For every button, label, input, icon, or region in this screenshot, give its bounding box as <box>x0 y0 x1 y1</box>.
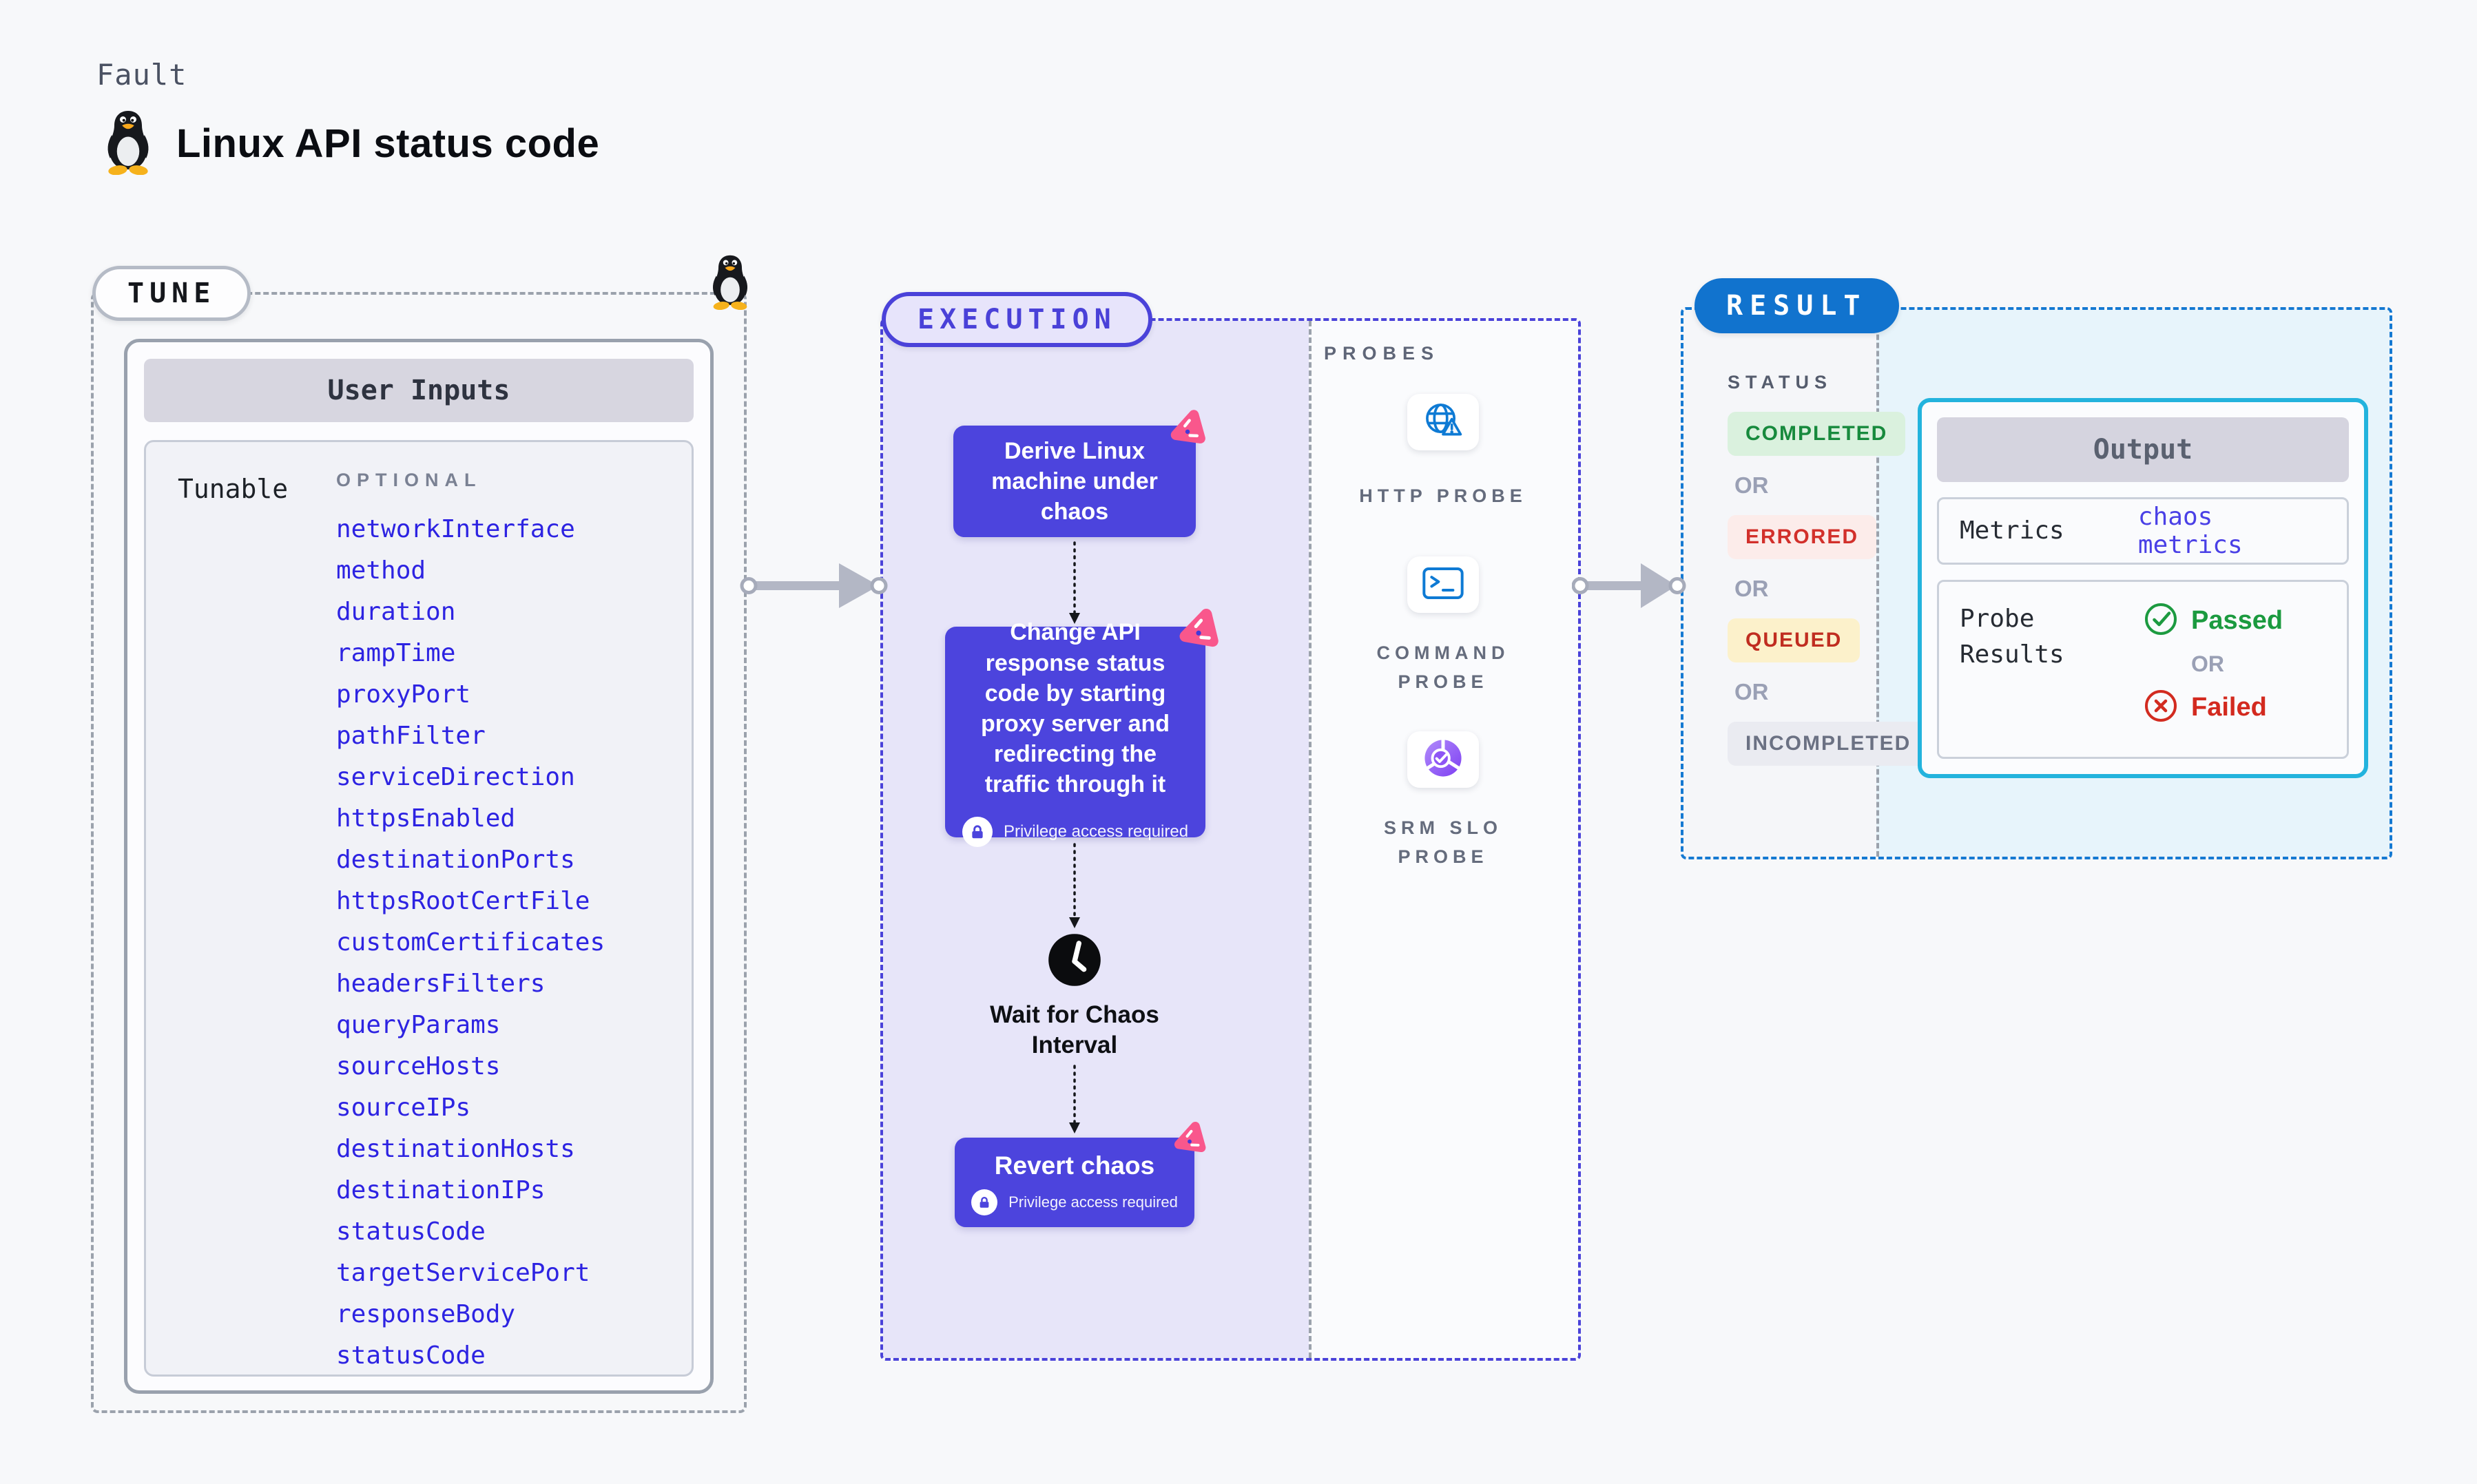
param-link[interactable]: statusCode <box>336 1341 486 1370</box>
result-badge: RESULT <box>1694 278 1899 333</box>
passed-label: Passed <box>2191 606 2283 635</box>
flow-arrow-down <box>1069 541 1080 624</box>
chaos-metrics-link[interactable]: chaos metrics <box>2137 503 2243 559</box>
probes-panel <box>1309 321 1578 1358</box>
param-link[interactable]: httpsRootCertFile <box>336 887 590 915</box>
fault-kicker: Fault <box>96 58 187 92</box>
probes-label: PROBES <box>1324 343 1440 364</box>
clock-icon <box>1046 931 1103 992</box>
status-badge-incompleted: INCOMPLETED <box>1728 722 1929 766</box>
param-link[interactable]: destinationHosts <box>336 1135 575 1163</box>
or-label: OR <box>1734 576 1769 601</box>
lock-icon <box>971 1189 998 1216</box>
srm-slo-probe-label: SRM SLO PROBE <box>1383 817 1502 867</box>
status-label: STATUS <box>1728 372 1832 393</box>
param-link[interactable]: pathFilter <box>336 722 486 750</box>
status-badge-completed: COMPLETED <box>1728 412 1906 456</box>
flow-arrow-down <box>1069 843 1080 928</box>
srm-slo-probe-card <box>1407 731 1479 788</box>
flow-arrow-down <box>1069 1065 1080 1133</box>
output-title: Output <box>1937 417 2349 482</box>
param-link[interactable]: sourceHosts <box>336 1052 501 1080</box>
privilege-note: Privilege access required <box>1003 822 1189 841</box>
litmus-chaos-icon <box>1163 406 1212 457</box>
param-link[interactable]: duration <box>336 598 456 626</box>
globe-warning-icon <box>1420 400 1466 445</box>
litmus-chaos-icon <box>1172 605 1225 661</box>
failed-x-icon <box>2143 688 2179 727</box>
passed-check-icon <box>2143 601 2179 640</box>
user-inputs-title: User Inputs <box>144 359 694 422</box>
param-link[interactable]: statusCode <box>336 1217 486 1246</box>
param-link[interactable]: responseBody <box>336 1300 516 1328</box>
execution-badge: EXECUTION <box>882 292 1152 347</box>
tune-badge: TUNE <box>92 266 251 321</box>
execution-to-result-arrow <box>1572 563 1686 608</box>
param-link[interactable]: sourceIPs <box>336 1094 471 1122</box>
param-link[interactable]: serviceDirection <box>336 763 575 791</box>
tunables-table: Tunable OPTIONAL networkInterface method d… <box>144 440 694 1377</box>
step-derive-machine: Derive Linux machine under chaos <box>953 410 1205 537</box>
param-link[interactable]: proxyPort <box>336 680 471 709</box>
tunable-params-list: networkInterface method duration rampTime pr… <box>336 517 605 1368</box>
failed-label: Failed <box>2191 693 2267 722</box>
tune-to-execution-arrow <box>740 563 888 608</box>
user-inputs-card: User Inputs Tunable OPTIONAL networkInte… <box>124 339 714 1394</box>
status-badge-errored: ERRORED <box>1728 515 1877 559</box>
optional-column-header: OPTIONAL <box>336 470 482 490</box>
wait-chaos-interval-label: Wait for Chaos Interval <box>990 1001 1159 1059</box>
probe-results-row: Probe Results Passed OR <box>1937 580 2349 759</box>
page-title: Linux API status code <box>176 121 600 166</box>
tunable-row-label: Tunable <box>178 474 289 504</box>
status-badge-queued: QUEUED <box>1728 618 1861 662</box>
step-change-status-code: Change API response status code by start… <box>945 609 1219 847</box>
param-link[interactable]: customCertificates <box>336 928 605 957</box>
or-label: OR <box>1734 472 1769 498</box>
param-link[interactable]: destinationIPs <box>336 1176 546 1204</box>
command-probe-label: COMMAND PROBE <box>1376 642 1510 692</box>
metrics-row: Metrics chaos metrics <box>1937 497 2349 565</box>
metrics-label: Metrics <box>1960 516 2064 545</box>
param-link[interactable]: destinationPorts <box>336 846 575 874</box>
step-revert-chaos: Revert chaos Privilege access required <box>955 1121 1206 1227</box>
param-link[interactable]: headersFilters <box>336 970 546 998</box>
command-probe-card <box>1407 556 1479 613</box>
litmus-chaos-icon <box>1168 1118 1212 1165</box>
tux-linux-icon <box>707 253 754 313</box>
or-label: OR <box>1734 679 1769 704</box>
lock-icon <box>962 816 993 847</box>
param-link[interactable]: queryParams <box>336 1011 501 1039</box>
param-link[interactable]: httpsEnabled <box>336 804 516 833</box>
param-link[interactable]: method <box>336 556 426 585</box>
terminal-icon <box>1422 566 1464 604</box>
param-link[interactable]: rampTime <box>336 639 456 667</box>
http-probe-label: HTTP PROBE <box>1359 485 1527 506</box>
status-badges-list: COMPLETED OR ERRORED OR QUEUED OR INCOMPLETED <box>1728 412 1929 766</box>
privilege-note: Privilege access required <box>1008 1193 1178 1211</box>
tux-linux-icon <box>101 109 156 178</box>
tune-section <box>91 292 747 1413</box>
probe-results-label: Probe Results <box>1960 605 2064 669</box>
param-link[interactable]: networkInterface <box>336 515 575 543</box>
slo-pie-icon <box>1422 737 1464 783</box>
http-probe-card <box>1407 394 1479 450</box>
or-label: OR <box>2191 651 2224 676</box>
output-card: Output Metrics chaos metrics Probe Resul… <box>1918 398 2368 778</box>
param-link[interactable]: targetServicePort <box>336 1259 590 1287</box>
